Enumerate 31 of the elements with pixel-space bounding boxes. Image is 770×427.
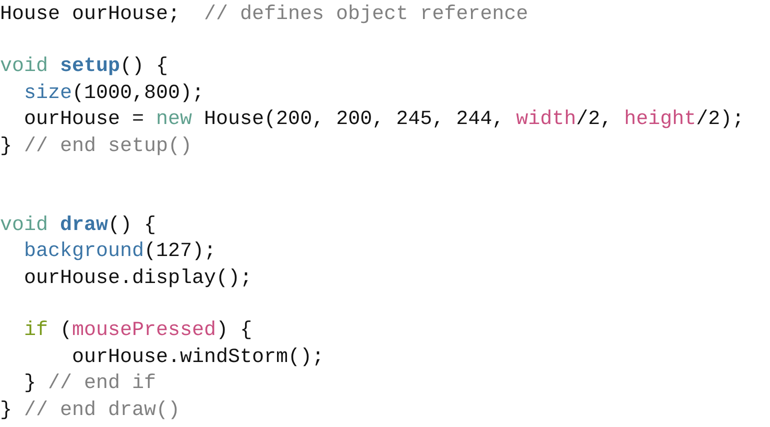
built-in-variable: height bbox=[624, 108, 696, 132]
code-text: (1000,800); bbox=[72, 82, 204, 106]
code-text: (127); bbox=[144, 240, 216, 264]
keyword: if bbox=[24, 319, 48, 344]
code-text: () { bbox=[108, 214, 156, 238]
keyword: void bbox=[0, 214, 48, 238]
code-text: ( bbox=[60, 319, 72, 344]
function-call: size bbox=[24, 82, 72, 106]
code-comment: // end if bbox=[48, 372, 156, 396]
code-text: ourHouse = bbox=[24, 108, 144, 132]
built-in-variable: mousePressed bbox=[72, 319, 216, 344]
function-call: background bbox=[24, 240, 144, 264]
code-text: ) { bbox=[216, 319, 252, 344]
code-text: ourHouse.windStorm(); bbox=[72, 346, 324, 370]
code-text: /2, bbox=[576, 108, 612, 132]
code-text: } bbox=[0, 134, 12, 158]
code-text: House(200, 200, 245, 244, bbox=[204, 108, 504, 132]
code-text: () { bbox=[120, 55, 168, 80]
code-comment: // end draw() bbox=[24, 398, 180, 422]
code-text: /2); bbox=[696, 108, 744, 132]
code-text: ourHouse.display(); bbox=[24, 266, 252, 290]
built-in-variable: width bbox=[516, 108, 576, 132]
code-text: } bbox=[24, 372, 36, 396]
keyword: new bbox=[156, 108, 192, 132]
code-text: } bbox=[0, 398, 12, 422]
function-name: draw bbox=[60, 214, 108, 238]
function-name: setup bbox=[60, 55, 120, 80]
code-comment: // end setup() bbox=[24, 134, 192, 158]
code-text: House ourHouse; bbox=[0, 2, 180, 26]
code-comment: // defines object reference bbox=[204, 2, 528, 26]
keyword: void bbox=[0, 55, 48, 80]
